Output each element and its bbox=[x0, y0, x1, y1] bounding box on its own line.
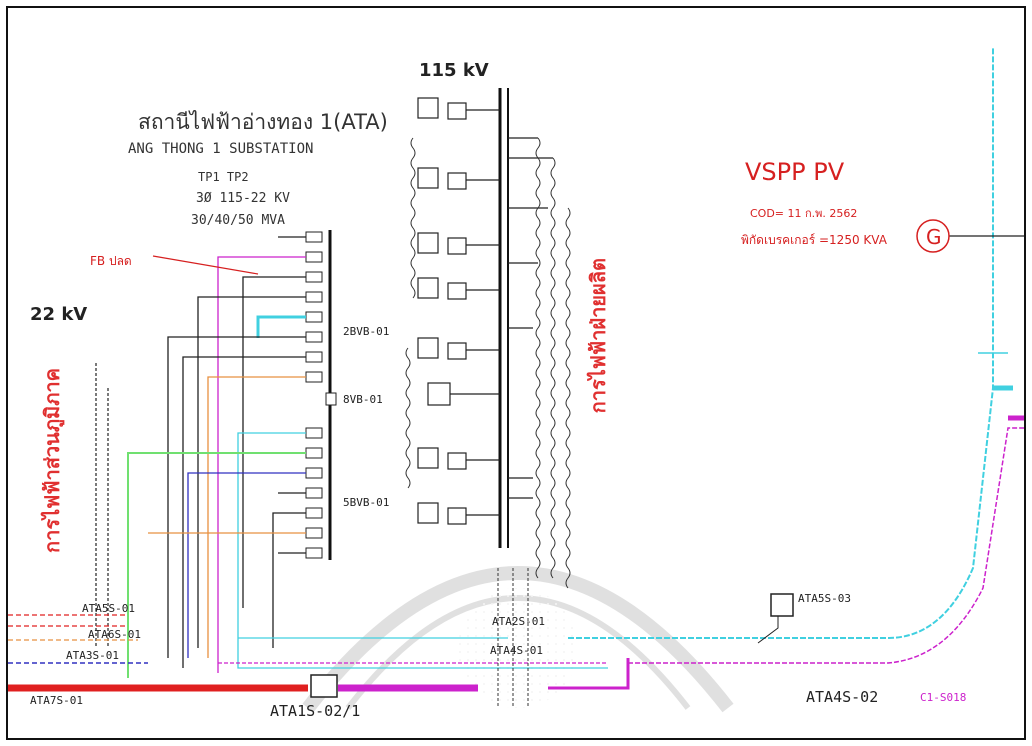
generator-capacity: พิกัดเบรคเกอร์ =1250 KVA bbox=[741, 233, 887, 247]
feeder-ata7s-01: ATA7S-01 bbox=[30, 694, 83, 707]
diagram-frame: G สถานีไฟฟ้าอ่างทอง 1(ATA) ANG THONG 1 S… bbox=[6, 6, 1026, 740]
mv-breakers bbox=[305, 231, 337, 559]
mv-bus-label: 22 kV bbox=[30, 304, 88, 325]
bus-5-label: 5BVB-01 bbox=[343, 496, 390, 509]
voltage-rating: 3Ø 115-22 KV bbox=[196, 191, 290, 206]
station-thai-name: สถานีไฟฟ้าอ่างทอง 1(ATA) bbox=[138, 110, 388, 134]
generator-name: VSPP PV bbox=[745, 158, 845, 186]
feeder-ata4s-01: ATA4S-01 bbox=[490, 644, 543, 657]
feeder-ata2s-01: ATA2S-01 bbox=[492, 615, 545, 628]
fault-annotation: FB ปลด bbox=[90, 254, 132, 268]
hv-bus-label: 115 kV bbox=[419, 60, 489, 81]
feeder-ata3s-01: ATA3S-01 bbox=[66, 649, 119, 662]
feeder-ata4s-02: ATA4S-02 bbox=[806, 688, 879, 706]
generator-symbol: G bbox=[916, 219, 950, 253]
feeder-ata5s-03: ATA5S-03 bbox=[798, 592, 851, 605]
svg-text:G: G bbox=[926, 225, 942, 249]
field-switches bbox=[310, 593, 794, 698]
bus-8-label: 8VB-01 bbox=[343, 393, 383, 406]
pea-left-label: การไฟฟ้าส่วนภูมิภาค bbox=[40, 368, 64, 553]
feeder-ata6s-01: ATA6S-01 bbox=[88, 628, 141, 641]
fault-pointer bbox=[152, 255, 259, 275]
single-line-diagram: G bbox=[8, 48, 1024, 713]
feeder-c1-s018: C1-S018 bbox=[920, 691, 967, 704]
power-rating: 30/40/50 MVA bbox=[191, 213, 285, 228]
hv-bays bbox=[417, 97, 553, 525]
watermark-emblem bbox=[302, 566, 734, 713]
generator-cod: COD= 11 ก.พ. 2562 bbox=[750, 207, 858, 220]
station-english-name: ANG THONG 1 SUBSTATION bbox=[128, 141, 314, 157]
hv-cables bbox=[405, 137, 571, 589]
pea-right-label: การไฟฟ้าฝ่ายผลิต bbox=[586, 258, 610, 414]
bus-2-label: 2BVB-01 bbox=[343, 325, 390, 338]
feeder-ata5s-01: ATA5S-01 bbox=[82, 602, 135, 615]
feeder-ata1s-02: ATA1S-02/1 bbox=[270, 702, 361, 720]
transformer-labels: TP1 TP2 bbox=[198, 170, 249, 184]
mv-cables bbox=[95, 236, 608, 678]
